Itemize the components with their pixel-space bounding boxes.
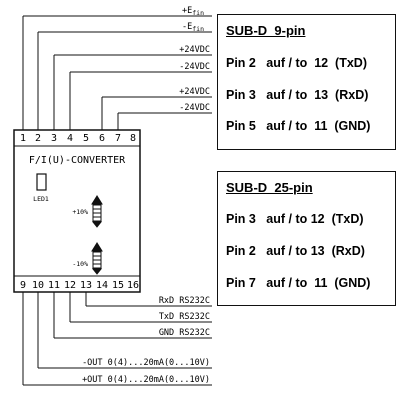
top-pin-label: 1 xyxy=(20,133,26,144)
wire-label-minus24-a: -24VDC xyxy=(179,62,210,72)
wire-label-neg-out: -OUT 0(4)...20mA(0...10V) xyxy=(82,358,210,368)
wire-label-neg-e: -Efin xyxy=(182,22,204,33)
bottom-pin-label: 16 xyxy=(127,280,139,291)
converter-outline xyxy=(13,129,141,293)
sub-d-25-row: Pin 7 auf / to 11 (GND) xyxy=(226,276,371,290)
top-pin-label: 6 xyxy=(99,133,105,144)
sub-d-9-row: Pin 5 auf / to 11 (GND) xyxy=(226,119,371,133)
bottom-pin-label: 10 xyxy=(32,280,44,291)
wire-label-minus24-b: -24VDC xyxy=(179,103,210,113)
bottom-pin-label: 13 xyxy=(80,280,92,291)
top-pin-label: 8 xyxy=(130,133,136,144)
top-pin-label: 2 xyxy=(35,133,41,144)
top-pin-label: 3 xyxy=(51,133,57,144)
sub-d-9-pin-box: SUB-D 9-pin Pin 2 auf / to 12 (TxD) Pin … xyxy=(217,14,396,150)
pot-minus-label: -10% xyxy=(72,260,88,268)
sub-d-25-pin-box: SUB-D 25-pin Pin 3 auf / to 12 (TxD) Pin… xyxy=(217,171,396,306)
led-icon xyxy=(36,173,47,191)
bottom-pin-label: 11 xyxy=(48,280,60,291)
top-pin-label: 7 xyxy=(115,133,121,144)
converter-module xyxy=(13,129,141,293)
sub-d-9-title: SUB-D 9-pin xyxy=(226,23,306,38)
wire-label-pos-e: +Efin xyxy=(182,6,204,17)
sub-d-9-row: Pin 3 auf / to 13 (RxD) xyxy=(226,88,369,102)
sub-d-25-row: Pin 2 auf / to 13 (RxD) xyxy=(226,244,365,258)
wire-label-plus24-b: +24VDC xyxy=(179,87,210,97)
top-pin-label: 5 xyxy=(83,133,89,144)
converter-title: F/I(U)-CONVERTER xyxy=(29,155,126,166)
pot-plus-label: +10% xyxy=(72,208,88,216)
sub-d-25-title: SUB-D 25-pin xyxy=(226,180,313,195)
wire-label-gnd: GND RS232C xyxy=(159,328,210,338)
bottom-pin-label: 14 xyxy=(96,280,108,291)
sub-d-9-row: Pin 2 auf / to 12 (TxD) xyxy=(226,56,367,70)
wire-label-pos-out: +OUT 0(4)...20mA(0...10V) xyxy=(82,375,210,385)
potentiometer-minus-icon xyxy=(91,242,103,275)
potentiometer-plus-icon xyxy=(91,195,103,228)
bottom-pin-label: 15 xyxy=(112,280,124,291)
bottom-pin-label: 9 xyxy=(20,280,26,291)
wire-label-plus24-a: +24VDC xyxy=(179,45,210,55)
wire-label-rxd: RxD RS232C xyxy=(159,296,210,306)
sub-d-25-row: Pin 3 auf / to 12 (TxD) xyxy=(226,212,364,226)
led-label: LED1 xyxy=(33,195,49,203)
top-pin-label: 4 xyxy=(67,133,73,144)
wire-label-txd: TxD RS232C xyxy=(159,312,210,322)
bottom-pin-label: 12 xyxy=(64,280,76,291)
